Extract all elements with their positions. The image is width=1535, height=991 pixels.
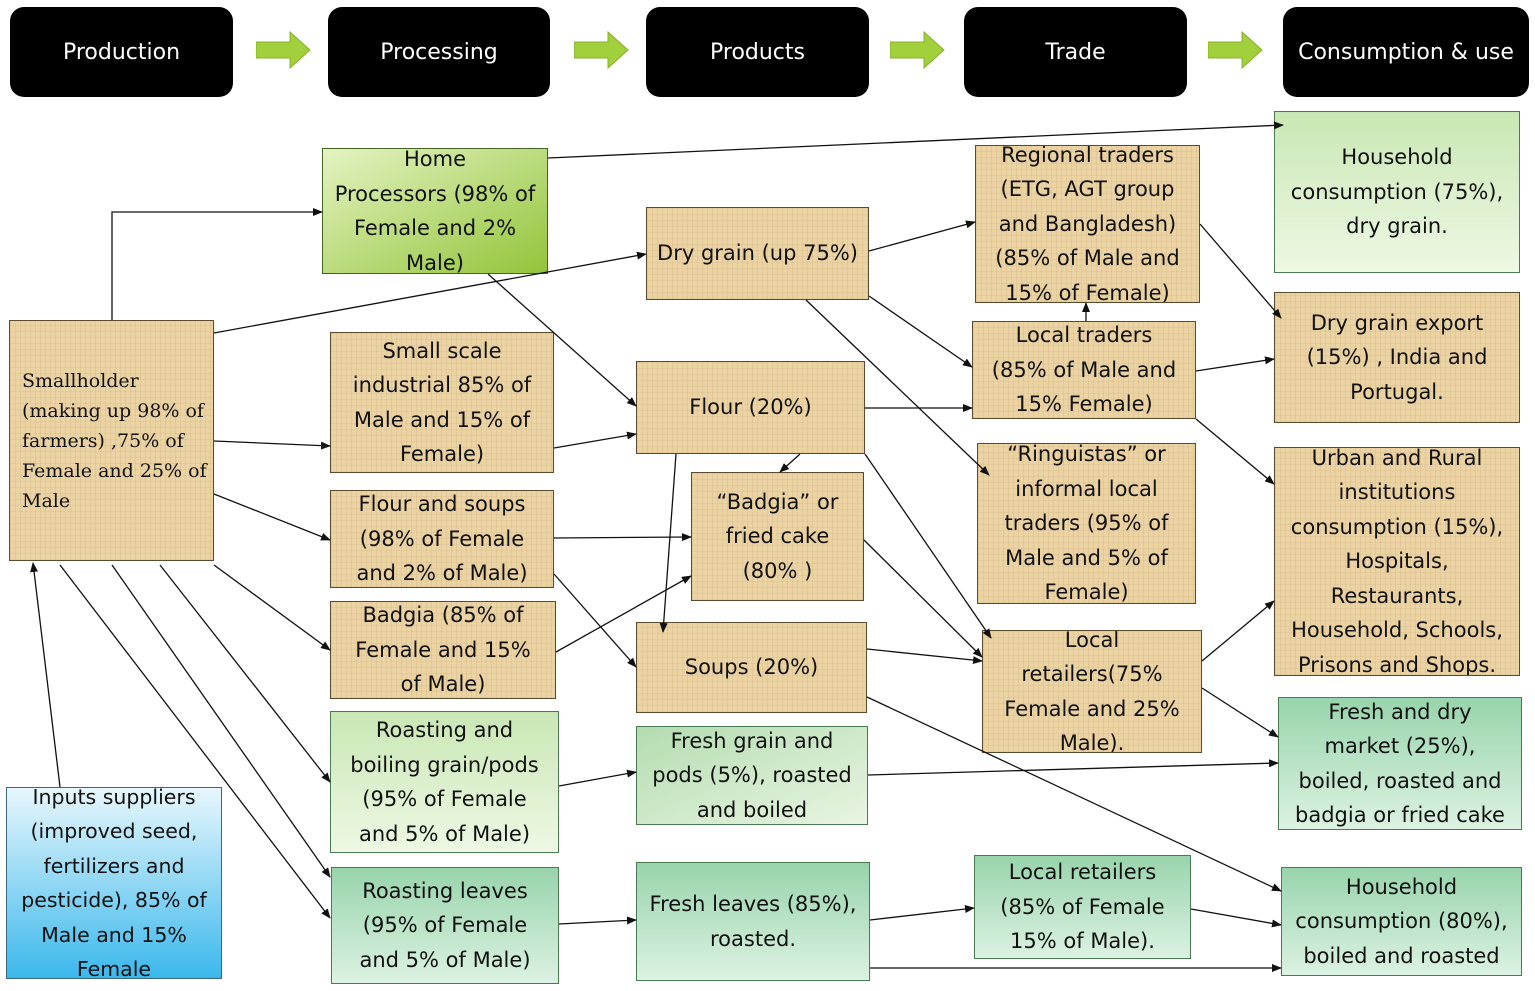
stage-products: Products	[646, 7, 869, 97]
fresh-grain-pods-box: Fresh grain and pods (5%), roasted and b…	[636, 726, 868, 825]
local-retailers-leaves-box: Local retailers (85% of Female 15% of Ma…	[974, 855, 1191, 959]
small-scale-industrial-box: Small scale industrial 85% of Male and 1…	[330, 332, 554, 473]
stage-arrow-icon	[890, 30, 945, 70]
stage-arrow-icon	[256, 30, 311, 70]
local-traders-box: Local traders (85% of Male and 15% Femal…	[972, 321, 1196, 419]
badgia-processor-box: Badgia (85% of Female and 15% of Male)	[330, 601, 556, 699]
stage-processing: Processing	[328, 7, 550, 97]
household-consumption-boiled-box: Household consumption (80%), boiled and …	[1281, 867, 1522, 976]
stage-arrow-icon	[1208, 30, 1263, 70]
regional-traders-box: Regional traders (ETG, AGT group and Ban…	[975, 145, 1200, 303]
local-retailers-box: Local retailers(75% Female and 25% Male)…	[982, 630, 1202, 753]
stage-production: Production	[10, 7, 233, 97]
inputs-suppliers-box: Inputs suppliers (improved seed, fertili…	[6, 787, 222, 979]
household-consumption-dry-box: Household consumption (75%), dry grain.	[1274, 111, 1520, 273]
fresh-leaves-box: Fresh leaves (85%), roasted.	[636, 862, 870, 981]
home-processors-box: Home Processors (98% of Female and 2% Ma…	[322, 148, 548, 274]
ringuistas-box: “Ringuistas” or informal local traders (…	[977, 443, 1196, 604]
roasting-leaves-box: Roasting leaves (95% of Female and 5% of…	[331, 867, 559, 984]
stage-trade: Trade	[964, 7, 1187, 97]
dry-grain-export-box: Dry grain export (15%) , India and Portu…	[1274, 292, 1520, 423]
soups-box: Soups (20%)	[636, 622, 867, 713]
flour-and-soups-box: Flour and soups (98% of Female and 2% of…	[330, 490, 554, 588]
urban-rural-institutions-box: Urban and Rural institutions consumption…	[1274, 447, 1520, 676]
flour-box: Flour (20%)	[636, 361, 865, 454]
dry-grain-box: Dry grain (up 75%)	[646, 207, 869, 300]
smallholder-box: Smallholder (making up 98% of farmers) ,…	[9, 320, 214, 561]
fresh-dry-market-box: Fresh and dry market (25%), boiled, roas…	[1278, 697, 1522, 830]
stage-consumption-use: Consumption & use	[1283, 7, 1529, 97]
stage-arrow-icon	[574, 30, 629, 70]
roasting-boiling-box: Roasting and boiling grain/pods (95% of …	[330, 711, 559, 853]
